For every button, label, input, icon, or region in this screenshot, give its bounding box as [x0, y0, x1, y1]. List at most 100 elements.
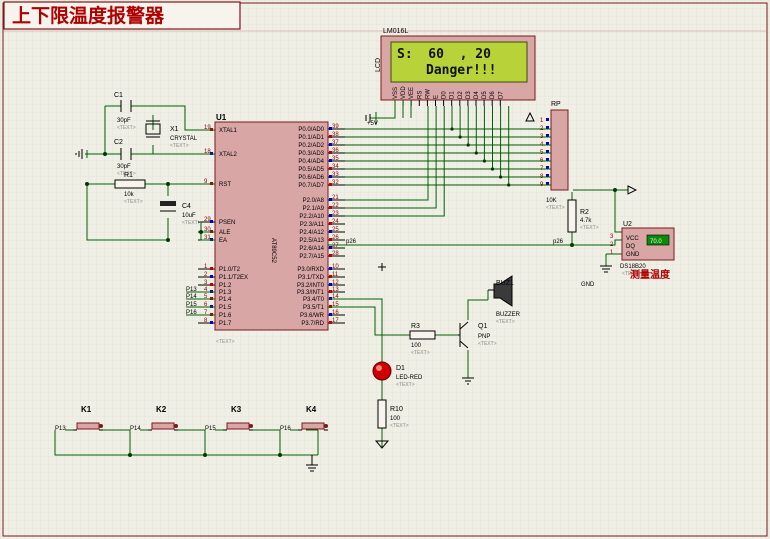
c4-value: 10uF	[182, 213, 196, 219]
sensor-u2[interactable]: U2 70.0 VCC DQ GND DS18B20 <TEXT> 测量温度 G…	[581, 221, 675, 288]
c1-ref: C1	[114, 92, 123, 99]
c1-value: 30pF	[117, 118, 131, 124]
svg-text:1: 1	[540, 118, 544, 124]
mcu-pin-number: 34	[332, 164, 339, 170]
mcu-pin-number: 26	[332, 235, 339, 241]
u2-pin-dq: DQ	[626, 244, 635, 250]
mcu-ref: U1	[216, 113, 227, 122]
key-ref: K2	[156, 405, 167, 414]
mcu-pin-number: 36	[332, 148, 339, 154]
d1-ref: D1	[396, 365, 405, 372]
lcd-pin-label: VEE	[409, 87, 415, 99]
power-arrow-rp	[627, 185, 638, 195]
crystal-x1[interactable]: X1 CRYSTAL <TEXT>	[145, 120, 198, 149]
svg-text:1: 1	[610, 250, 614, 256]
capacitor-c4[interactable]: C4 10uF <TEXT>	[160, 201, 201, 226]
mcu-pin-number: 31	[204, 235, 211, 241]
title-block: 上下限温度报警器	[3, 1, 241, 30]
lcd-line-2: Danger!!!	[426, 63, 496, 78]
x1-text: <TEXT>	[170, 143, 189, 149]
key-ref: K3	[231, 405, 242, 414]
key-net-label: P14	[130, 426, 141, 432]
u2-text: <TEXT>	[622, 271, 641, 277]
key-net-label: P13	[55, 426, 66, 432]
mcu-pin-name: P3.1/TXD	[298, 275, 325, 281]
u2-pin-gnd: GND	[626, 252, 640, 258]
ground-transistor	[462, 377, 474, 385]
mcu-pin-name: P0.7/AD7	[298, 183, 324, 189]
c1-text: <TEXT>	[117, 125, 136, 131]
key-net-label: P15	[205, 426, 216, 432]
resistor-r10[interactable]: R10 100 <TEXT>	[377, 399, 409, 429]
mcu-pin-number: 7	[204, 310, 208, 316]
svg-text:2: 2	[610, 242, 614, 248]
mcu-pin-name: P1.2	[219, 283, 232, 289]
p1-net-label: P14	[186, 294, 197, 300]
net-label-p26-left: p26	[346, 239, 357, 245]
mcu-pin-number: 25	[332, 227, 339, 233]
r3-value: 100	[411, 343, 422, 349]
buzzer-buz1[interactable]: BUZ1 BUZZER <TEXT>	[488, 275, 521, 325]
mcu-pin-name: P2.2/A10	[299, 214, 324, 220]
lcd-pin-label: VDD	[401, 86, 407, 99]
mcu-text: <TEXT>	[216, 339, 235, 345]
ground-led	[374, 440, 390, 449]
junctions	[85, 152, 617, 457]
mcu-pin-number: 8	[204, 318, 208, 324]
mcu-pin-number: 10	[332, 264, 339, 270]
mcu-pin-name: P3.7/RD	[301, 321, 324, 327]
capacitor-c2[interactable]: C2 30pF <TEXT>	[114, 139, 136, 177]
resistor-r3[interactable]: R3 100 <TEXT>	[409, 323, 436, 356]
c4-ref: C4	[182, 203, 191, 210]
mcu-pin-number: 22	[332, 203, 339, 209]
buz1-text: <TEXT>	[496, 319, 515, 325]
mcu-pin-name: XTAL2	[219, 152, 238, 158]
mcu-pin-name: P2.3/A11	[300, 222, 325, 228]
x1-value: CRYSTAL	[170, 136, 198, 142]
lcd-pin-label: D4	[474, 91, 480, 99]
r2-text: <TEXT>	[580, 225, 599, 231]
c2-text: <TEXT>	[117, 171, 136, 177]
svg-text:3: 3	[610, 234, 614, 240]
mcu-pin-name: P0.0/AD0	[298, 127, 324, 133]
mcu-pin-name: P2.5/A13	[299, 238, 324, 244]
lcd-pin-label: D6	[490, 91, 496, 99]
capacitor-c1[interactable]: C1 30pF <TEXT>	[114, 92, 136, 131]
lcd-screen	[390, 41, 528, 83]
mcu-pin-name: P1.1/T2EX	[219, 275, 248, 281]
mcu-pin-number: 1	[204, 264, 208, 270]
transistor-q1[interactable]: Q1 PNP <TEXT>	[458, 321, 497, 349]
resistor-r1[interactable]: R1 10k <TEXT>	[114, 172, 146, 205]
u2-pin-vcc: VCC	[626, 236, 639, 242]
mcu-pin-number: 35	[332, 156, 339, 162]
r3-text: <TEXT>	[411, 350, 430, 356]
mcu-pin-name: P2.7/A15	[299, 254, 324, 260]
power-symbols: +5V	[75, 111, 638, 472]
resistor-r2[interactable]: R2 4.7k <TEXT>	[567, 199, 599, 233]
key-net-label: P16	[280, 426, 291, 432]
u2-ref: U2	[623, 221, 632, 228]
mcu-pin-number: 39	[332, 124, 339, 130]
d1-model: LED-RED	[396, 375, 423, 381]
led-d1[interactable]: D1 LED-RED <TEXT>	[372, 361, 423, 388]
q1-ref: Q1	[478, 323, 487, 330]
mcu-pin-number: 17	[332, 318, 339, 324]
mcu-pin-number: 38	[332, 132, 339, 138]
mcu-pin-name: P2.0/A8	[303, 198, 325, 204]
mcu-u1[interactable]: U1 AT89C52 <TEXT> XTAL119XTAL218RST9PSEN…	[198, 113, 345, 345]
mcu-pin-number: 21	[332, 195, 339, 201]
lcd-pin-label: RW	[425, 89, 431, 99]
u2-caption: 测量温度	[630, 268, 671, 281]
lcd-pin-label: D7	[498, 91, 504, 99]
mcu-pin-number: 16	[332, 310, 339, 316]
mcu-pin-name: P1.4	[219, 297, 232, 303]
